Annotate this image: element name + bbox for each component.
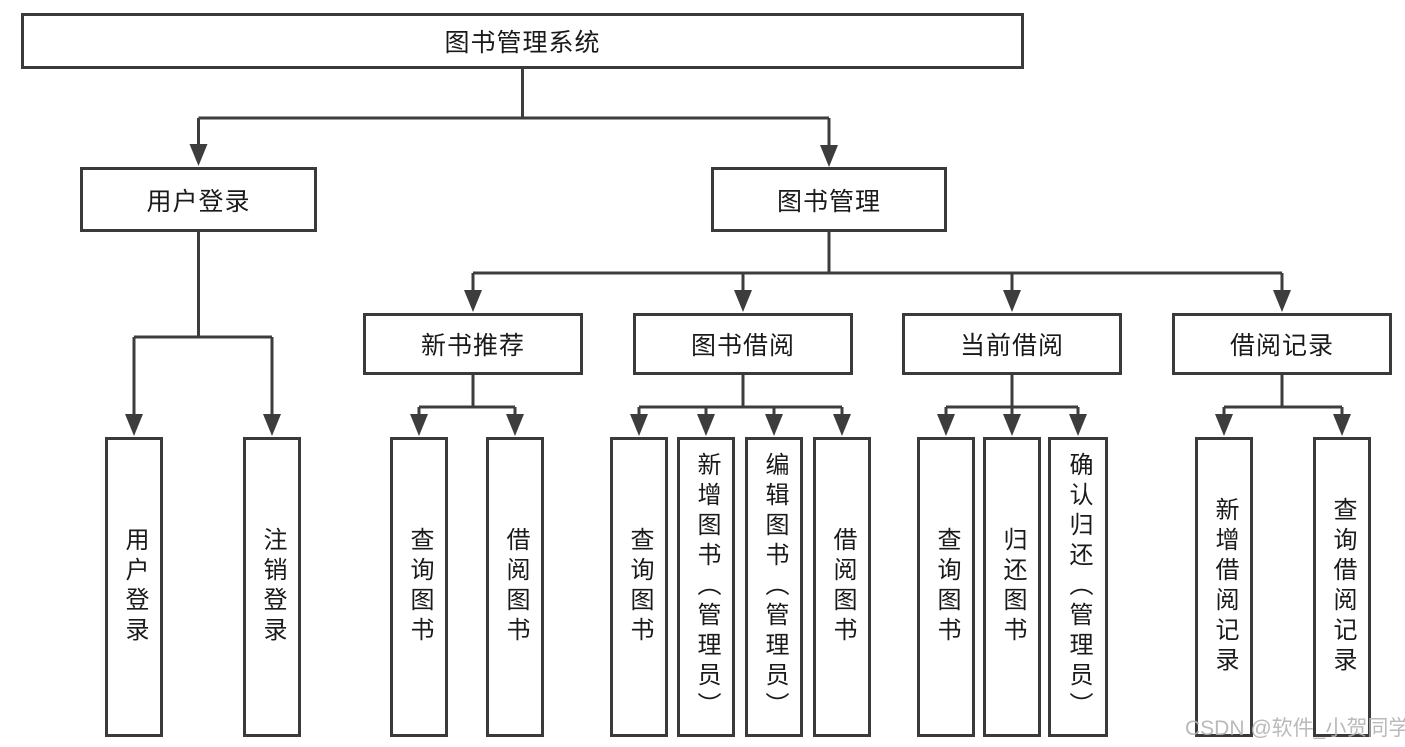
node-current-return-books: 归还图书 [983, 437, 1041, 737]
node-records-query-record: 查询借阅记录 [1313, 437, 1371, 737]
node-label: 用户登录 [146, 187, 251, 216]
node-borrowing-query-books: 查询图书 [610, 437, 668, 737]
node-current-borrowing: 当前借阅 [902, 313, 1122, 375]
node-label: 借阅图书 [829, 527, 856, 647]
node-borrowing-add-books-admin: 新增图书（管理员） [677, 437, 735, 737]
node-label: 借阅记录 [1229, 332, 1334, 360]
node-user-login: 用户登录 [80, 167, 317, 232]
node-label: 注销登录 [259, 527, 286, 647]
node-new-book-recommendation: 新书推荐 [363, 313, 583, 375]
node-label: 新书推荐 [420, 332, 525, 360]
node-label: 新增图书（管理员） [693, 452, 720, 722]
node-records-add-record: 新增借阅记录 [1195, 437, 1253, 737]
node-current-confirm-return-admin: 确认归还（管理员） [1048, 437, 1108, 737]
node-borrowing-borrow-books: 借阅图书 [813, 437, 871, 737]
node-recommend-query-books: 查询图书 [390, 437, 448, 737]
node-label: 图书管理系统 [444, 29, 601, 57]
node-book-management: 图书管理 [711, 167, 947, 232]
node-label: 编辑图书（管理员） [761, 452, 788, 722]
node-borrowing-edit-books-admin: 编辑图书（管理员） [745, 437, 803, 737]
node-label: 图书借阅 [690, 332, 795, 360]
node-book-borrowing: 图书借阅 [633, 313, 853, 375]
node-label: 借阅图书 [502, 527, 529, 647]
node-label: 新增借阅记录 [1211, 497, 1238, 677]
node-user-login-action: 用户登录 [105, 437, 163, 737]
node-label: 当前借阅 [959, 332, 1064, 360]
node-library-management-system: 图书管理系统 [21, 13, 1024, 69]
node-label: 确认归还（管理员） [1065, 452, 1092, 722]
node-label: 查询图书 [626, 527, 653, 647]
node-borrowing-records: 借阅记录 [1172, 313, 1392, 375]
node-current-query-books: 查询图书 [917, 437, 975, 737]
node-recommend-borrow-books: 借阅图书 [486, 437, 544, 737]
node-label: 归还图书 [999, 527, 1026, 647]
node-logout: 注销登录 [243, 437, 301, 737]
csdn-watermark: CSDN @软件_小贺同学 [1185, 717, 1405, 740]
node-label: 用户登录 [121, 527, 148, 647]
node-label: 查询图书 [406, 527, 433, 647]
node-label: 查询图书 [933, 527, 960, 647]
node-label: 图书管理 [776, 187, 881, 216]
node-label: 查询借阅记录 [1329, 497, 1356, 677]
